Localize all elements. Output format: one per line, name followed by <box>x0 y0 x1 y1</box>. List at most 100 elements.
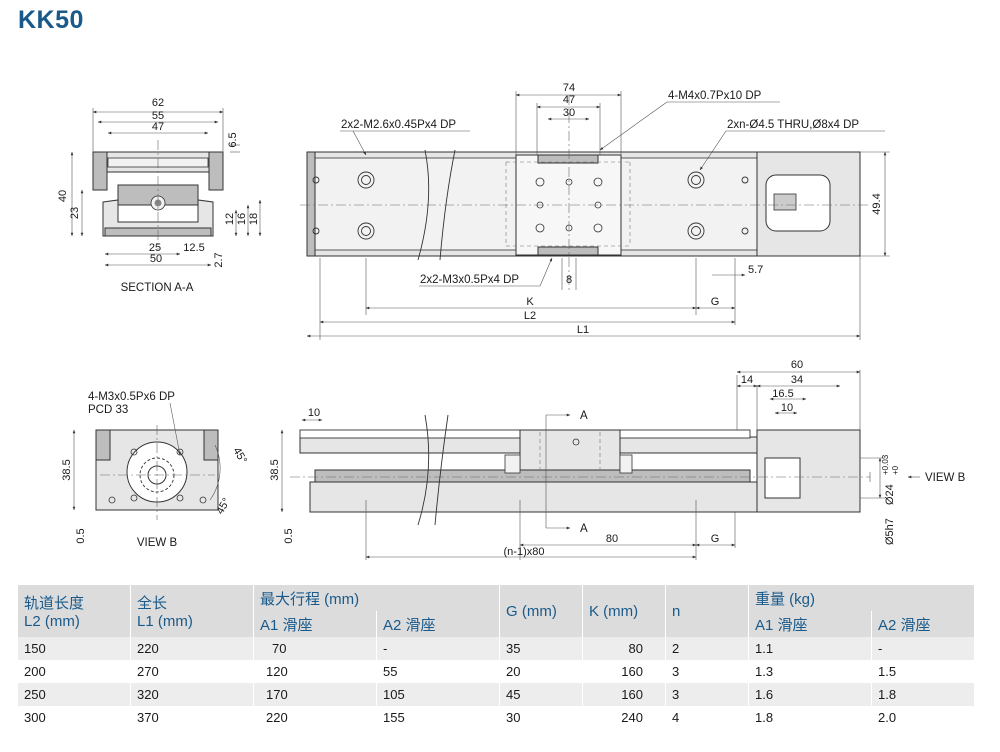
cell-n: 3 <box>665 660 749 683</box>
dim-L2: L2 <box>524 310 536 322</box>
dim-74: 74 <box>563 82 575 94</box>
dim-G-side: G <box>711 533 720 545</box>
cell-stroke-a1: 170 <box>253 683 377 706</box>
cell-l2: 300 <box>18 706 131 729</box>
dim-16: 16 <box>236 213 248 225</box>
dim-n-minus-1-x80: (n-1)x80 <box>504 546 545 558</box>
angle-45-a: 45° <box>230 446 249 466</box>
cell-l1: 220 <box>130 637 254 660</box>
dim-34: 34 <box>791 374 803 386</box>
dim-dia-24: Ø24 <box>884 484 896 505</box>
dim-47-top: 47 <box>563 94 575 106</box>
dim-55: 55 <box>152 110 164 122</box>
header-total-length-line1: 全长 <box>137 595 168 612</box>
technical-drawing: 62 55 47 6.5 40 23 12 16 18 25 12.5 50 2… <box>57 82 966 560</box>
table-header-row-1: 轨道长度 L2 (mm) 全长 L1 (mm) 最大行程 (mm) G (mm)… <box>18 585 974 637</box>
dim-12-5: 12.5 <box>183 242 204 254</box>
dim-16-5: 16.5 <box>772 388 793 400</box>
section-arrow-a-bottom: A <box>580 523 588 535</box>
callout-m26: 2x2-M2.6x0.45Px4 DP <box>341 119 456 131</box>
header-weight-a1: A1 滑座 <box>748 611 872 637</box>
dim-18: 18 <box>248 213 260 225</box>
dim-G-top: G <box>711 296 720 308</box>
dim-40: 40 <box>57 190 69 202</box>
header-total-length: 全长 L1 (mm) <box>130 585 254 637</box>
header-n: n <box>665 585 749 637</box>
header-total-length-line2: L1 (mm) <box>137 613 193 630</box>
dim-8: 8 <box>566 274 572 286</box>
cell-weight-a2: - <box>871 637 974 660</box>
spec-table: 轨道长度 L2 (mm) 全长 L1 (mm) 最大行程 (mm) G (mm)… <box>18 585 974 729</box>
dim-6-5: 6.5 <box>227 132 239 147</box>
callout-m4: 4-M4x0.7Px10 DP <box>668 90 762 102</box>
dim-10-a: 10 <box>308 407 320 419</box>
callout-thru: 2xn-Ø4.5 THRU,Ø8x4 DP <box>727 119 859 131</box>
cell-k: 160 <box>582 660 666 683</box>
callout-m3: 2x2-M3x0.5Px4 DP <box>420 274 519 286</box>
cell-stroke-a1: 220 <box>253 706 377 729</box>
cell-g: 45 <box>499 683 583 706</box>
dim-62: 62 <box>152 97 164 109</box>
table-row: 200 270 120 55 20 160 3 1.3 1.5 <box>18 660 974 683</box>
dim-2-7: 2.7 <box>213 252 225 267</box>
callout-m3-pcd-2: PCD 33 <box>88 404 128 416</box>
header-k: K (mm) <box>582 585 666 637</box>
dim-23: 23 <box>69 207 81 219</box>
section-aa-label: SECTION A-A <box>121 282 194 294</box>
cell-weight-a1: 1.3 <box>748 660 872 683</box>
dim-60: 60 <box>791 359 803 371</box>
cell-stroke-a2: 155 <box>376 706 500 729</box>
header-weight-a2: A2 滑座 <box>871 611 974 637</box>
cell-n: 2 <box>665 637 749 660</box>
dim-38-5-viewb: 38.5 <box>61 459 73 480</box>
cell-n: 4 <box>665 706 749 729</box>
header-stroke-a1: A1 滑座 <box>253 611 377 637</box>
header-weight: 重量 (kg) <box>748 585 974 611</box>
cell-g: 35 <box>499 637 583 660</box>
cell-weight-a2: 1.5 <box>871 660 974 683</box>
dim-5-7: 5.7 <box>748 264 763 276</box>
dim-47: 47 <box>152 121 164 133</box>
cell-l2: 150 <box>18 637 131 660</box>
cell-k: 160 <box>582 683 666 706</box>
view-b-label: VIEW B <box>137 537 178 549</box>
cell-weight-a2: 1.8 <box>871 683 974 706</box>
cell-k: 80 <box>582 637 666 660</box>
table-header-row-2: A1 滑座 A2 滑座 A1 滑座 A2 滑座 <box>18 611 974 637</box>
table-row: 300 370 220 155 30 240 4 1.8 2.0 <box>18 706 974 729</box>
header-g: G (mm) <box>499 585 583 637</box>
dim-dia-24-tol-up: +0.03 <box>881 454 890 475</box>
dim-25: 25 <box>149 242 161 254</box>
cell-stroke-a1: 120 <box>253 660 377 683</box>
cell-weight-a1: 1.1 <box>748 637 872 660</box>
dim-0-5-side: 0.5 <box>283 528 295 543</box>
dim-L1: L1 <box>577 324 589 336</box>
dim-49-4: 49.4 <box>871 193 883 214</box>
cell-stroke-a2: - <box>376 637 500 660</box>
cell-stroke-a2: 55 <box>376 660 500 683</box>
header-max-stroke: 最大行程 (mm) <box>253 585 500 611</box>
cell-stroke-a1: 70 <box>253 637 377 660</box>
header-rail-length-line2: L2 (mm) <box>24 613 80 630</box>
dim-10-b: 10 <box>781 402 793 414</box>
view-b: 45° 45° 4-M3x0.5Px6 DP PCD 33 38.5 0.5 V… <box>61 391 249 549</box>
cell-l2: 200 <box>18 660 131 683</box>
dim-dia-5h7: Ø5h7 <box>884 518 896 545</box>
dim-50: 50 <box>150 253 162 265</box>
dim-dia-24-tol-lo: +0 <box>891 465 900 475</box>
cell-n: 3 <box>665 683 749 706</box>
cell-l1: 370 <box>130 706 254 729</box>
dim-14: 14 <box>741 374 753 386</box>
section-aa-view: 62 55 47 6.5 40 23 12 16 18 25 12.5 50 2… <box>57 97 262 294</box>
cell-g: 20 <box>499 660 583 683</box>
cell-k: 240 <box>582 706 666 729</box>
product-title: KK50 <box>18 6 84 34</box>
side-view: A A 60 14 34 16.5 10 10 38.5 0.5 80 G (n… <box>269 359 966 560</box>
table-row: 250 320 170 105 45 160 3 1.6 1.8 <box>18 683 974 706</box>
table-row: 150 220 70 - 35 80 2 1.1 - <box>18 637 974 660</box>
cell-l2: 250 <box>18 683 131 706</box>
header-stroke-a2: A2 滑座 <box>376 611 500 637</box>
header-rail-length: 轨道长度 L2 (mm) <box>18 585 131 637</box>
cell-weight-a2: 2.0 <box>871 706 974 729</box>
header-rail-length-line1: 轨道长度 <box>24 595 85 612</box>
